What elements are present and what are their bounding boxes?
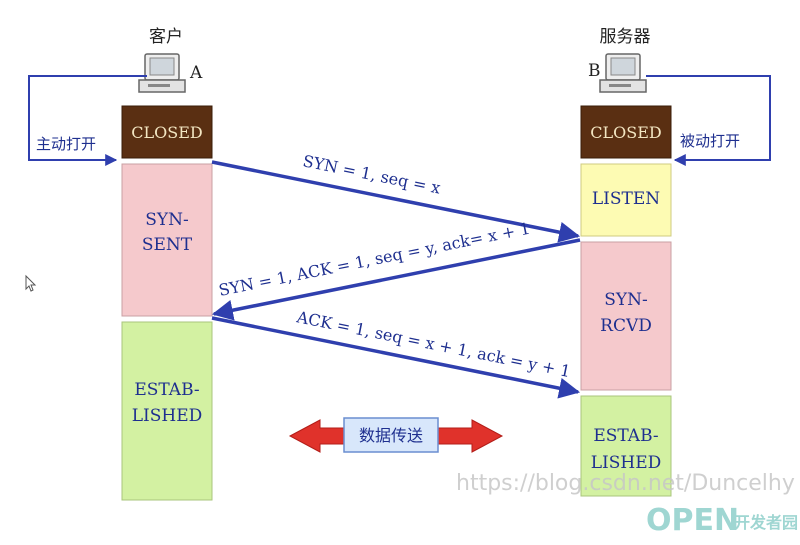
client-computer-icon [138, 53, 186, 93]
client-syn-sent-line2: SENT [142, 235, 193, 255]
client-closed-box [121, 105, 213, 159]
server-established-box [580, 395, 672, 497]
data-transfer-label-box [343, 417, 439, 453]
ack-arrow [211, 316, 581, 399]
server-letter: B [588, 61, 601, 81]
client-action-label: 主动打开 [36, 135, 96, 153]
client-established-box [121, 321, 213, 501]
syn-arrow [211, 160, 581, 243]
client-title: 客户 [149, 27, 183, 47]
data-transfer-label: 数据传送 [359, 426, 423, 445]
server-syn-rcvd-box [580, 241, 672, 391]
server-syn-rcvd-line1: SYN- [604, 290, 648, 310]
server-listen-label: LISTEN [592, 189, 660, 209]
server-passive-open-loop [646, 75, 771, 166]
server-listen-box [580, 163, 672, 237]
client-established-line2: LISHED [132, 406, 203, 426]
mouse-cursor-icon [25, 274, 37, 292]
syn-message-label: SYN = 1, seq = x [301, 151, 442, 197]
client-established-line1: ESTAB- [134, 380, 199, 400]
server-established-line2: LISHED [591, 453, 662, 473]
server-established-line1: ESTAB- [593, 426, 658, 446]
server-title: 服务器 [600, 27, 651, 47]
logo-primary: OPEN [646, 503, 739, 538]
client-syn-sent-box [121, 163, 213, 317]
server-closed-box [580, 105, 672, 159]
server-closed-label: CLOSED [590, 123, 661, 142]
client-letter: A [189, 63, 203, 83]
server-computer-icon [599, 53, 647, 93]
server-action-label: 被动打开 [680, 132, 740, 150]
client-active-open-loop [28, 75, 147, 166]
server-syn-rcvd-line2: RCVD [600, 316, 652, 336]
client-syn-sent-line1: SYN- [145, 210, 189, 230]
open-logo: OPEN 开发者园 [646, 503, 798, 538]
client-closed-label: CLOSED [131, 123, 202, 142]
logo-secondary: 开发者园 [734, 513, 798, 532]
syn-ack-arrow [211, 238, 581, 321]
watermark: https://blog.csdn.net/Duncelhy [456, 471, 795, 496]
